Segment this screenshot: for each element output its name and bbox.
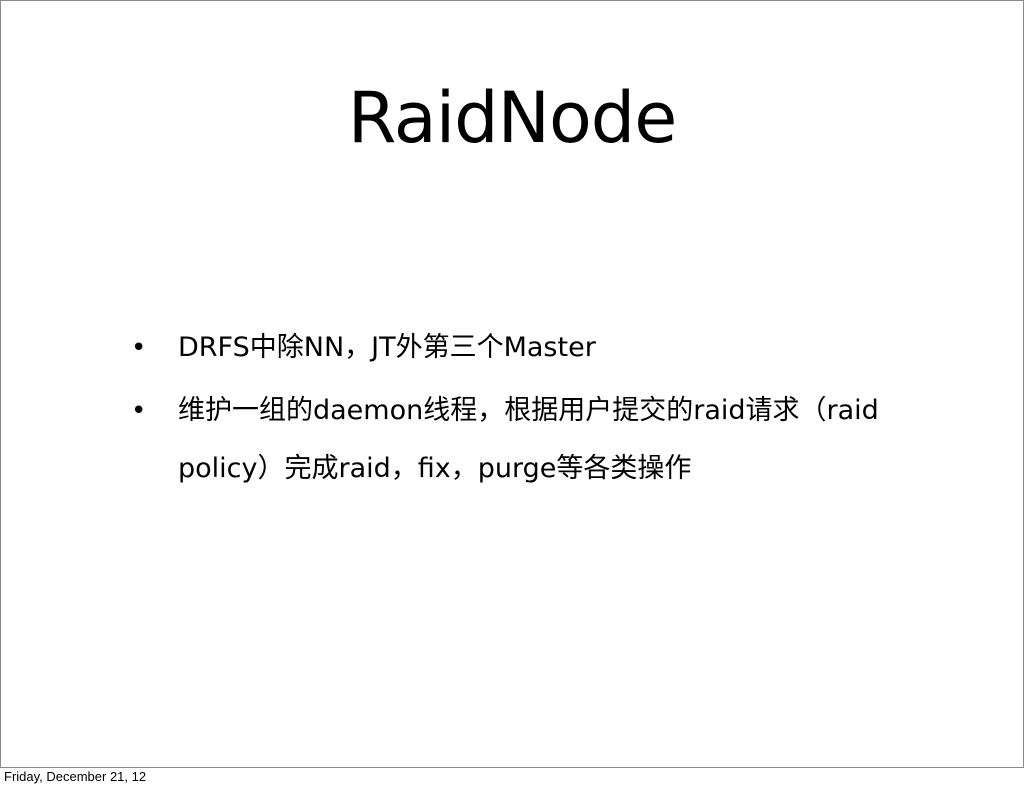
bullet-text: DRFS中除NN，JT外第三个Master — [178, 332, 596, 363]
bullet-item: • DRFS中除NN，JT外第三个Master — [131, 319, 911, 377]
slide: RaidNode • DRFS中除NN，JT外第三个Master • 维护一组的… — [0, 0, 1024, 768]
bullet-list: • DRFS中除NN，JT外第三个Master • 维护一组的daemon线程，… — [131, 319, 911, 498]
footer-date: Friday, December 21, 12 — [4, 769, 147, 784]
slide-title: RaidNode — [347, 77, 678, 159]
bullet-item: • 维护一组的daemon线程，根据用户提交的raid请求（raid polic… — [131, 382, 911, 498]
bullet-dot-icon: • — [131, 333, 147, 363]
bullet-text: 维护一组的daemon线程，根据用户提交的raid请求（raid policy）… — [178, 395, 879, 484]
bullet-dot-icon: • — [131, 396, 147, 426]
